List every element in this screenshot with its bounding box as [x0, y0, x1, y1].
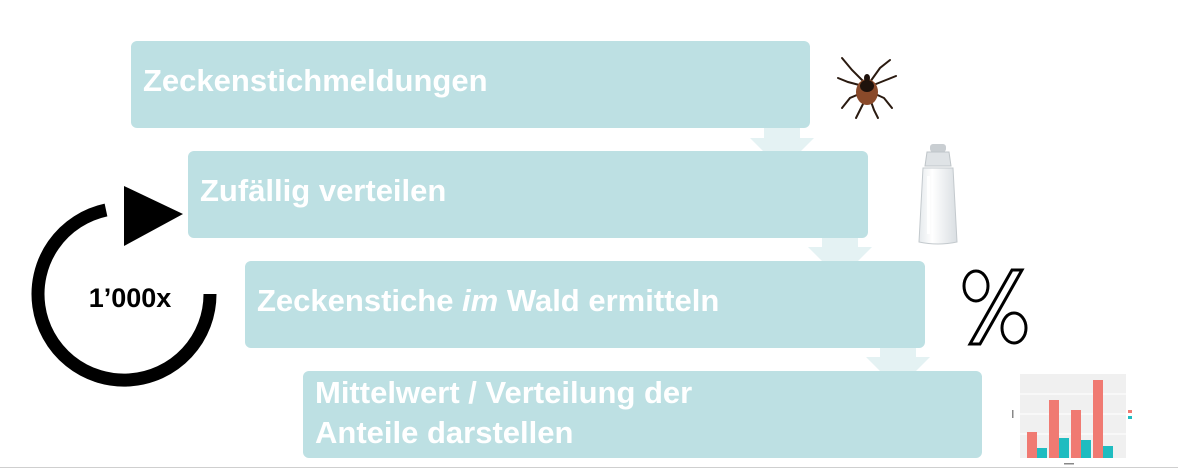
step-label-end: Wald ermitteln — [498, 283, 720, 318]
step-box-random-distribute: Zufällig verteilen — [188, 151, 868, 238]
circular-arrow-icon — [31, 186, 217, 387]
step-box-summarize: Mittelwert / Verteilung der Anteile dars… — [303, 371, 982, 458]
step-label-italic: im — [462, 283, 499, 318]
repeat-count-label: 1’000x — [88, 283, 172, 313]
divider — [0, 467, 1178, 468]
percent-icon — [962, 268, 1028, 346]
step-label: Zufällig verteilen — [200, 173, 447, 208]
step-label-line1: Mittelwert / Verteilung der — [315, 375, 693, 410]
step-box-report-ticks: Zeckenstichmeldungen — [131, 41, 810, 128]
step-label-start: Zeckenstiche — [257, 283, 463, 318]
step-label-line2: Anteile darstellen — [315, 415, 574, 450]
tick-icon — [837, 57, 897, 119]
bar-chart-icon — [1008, 370, 1140, 468]
step-box-forest-bites: Zeckenstiche im Wald ermitteln — [245, 261, 925, 348]
cocktail-shaker-icon — [918, 144, 958, 245]
step-label: Zeckenstichmeldungen — [143, 63, 488, 98]
